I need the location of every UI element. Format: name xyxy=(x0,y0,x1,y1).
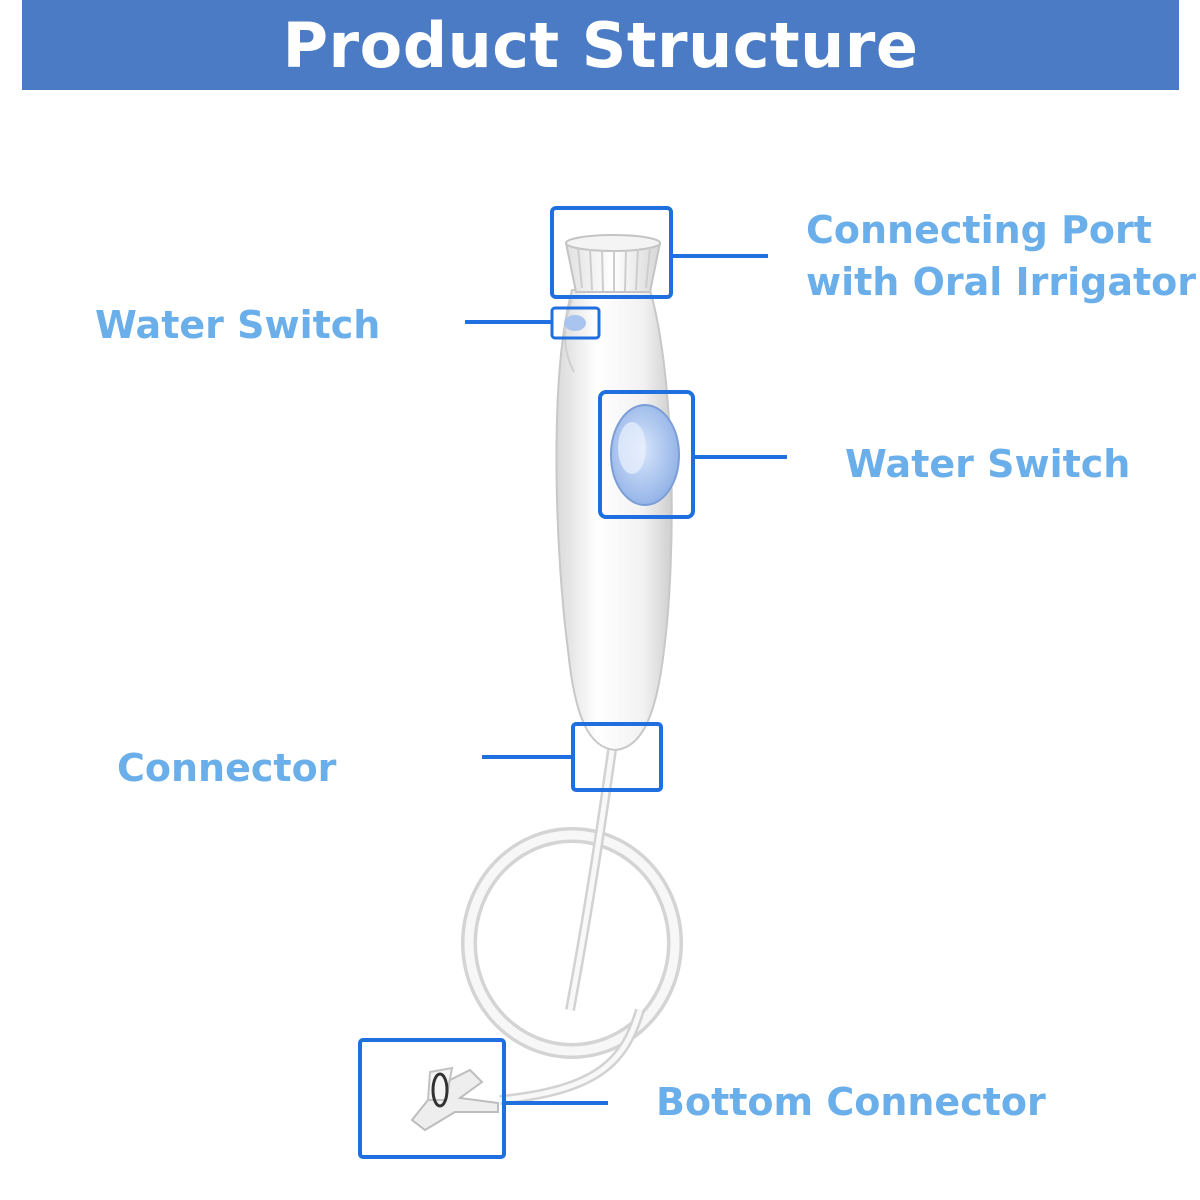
title-banner: Product Structure xyxy=(22,0,1179,90)
callout-box-bottom-connector xyxy=(358,1038,506,1159)
label-connector: Connector xyxy=(117,746,337,790)
callout-box-water-switch xyxy=(598,390,695,519)
label-bottom-connector: Bottom Connector xyxy=(656,1080,1046,1124)
label-connecting-port-line2: with Oral Irrigator xyxy=(806,260,1197,304)
label-water-switch-left: Water Switch xyxy=(95,303,381,347)
callout-box-connecting-port xyxy=(550,206,673,299)
page-title: Product Structure xyxy=(282,8,919,82)
bottom-connector-part xyxy=(410,1066,499,1132)
hose-coil xyxy=(461,749,683,1105)
small-switch-icon xyxy=(564,315,586,331)
connecting-port-cap xyxy=(564,234,662,293)
label-connecting-port: Connecting Port with Oral Irrigator xyxy=(806,204,1196,308)
label-connecting-port-line1: Connecting Port xyxy=(806,208,1152,252)
label-water-switch-right: Water Switch xyxy=(845,442,1131,486)
handle-body xyxy=(555,289,673,752)
water-switch-button xyxy=(610,404,680,506)
